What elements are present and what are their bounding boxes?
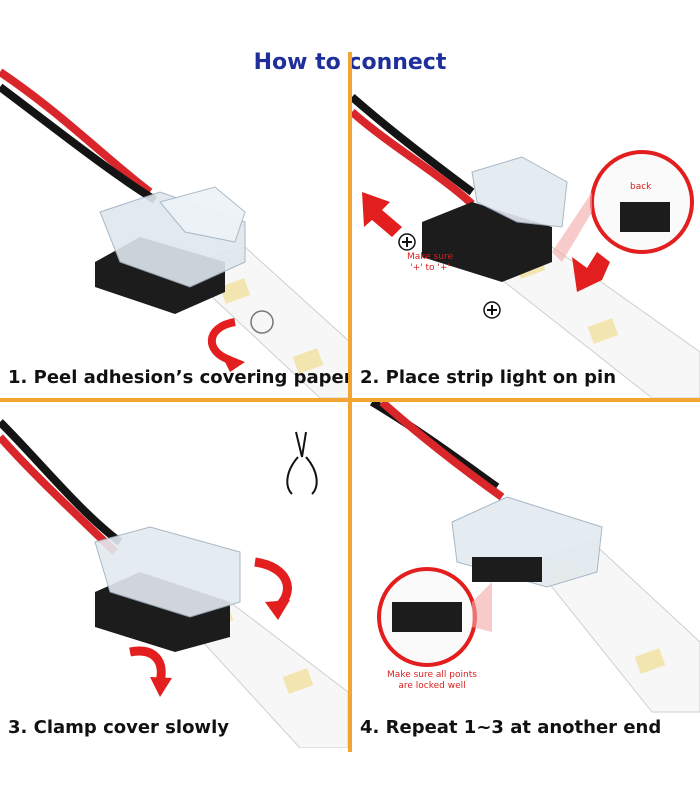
step-4-panel: Make sure all points are locked well 4. … — [352, 402, 700, 748]
step-4-note-line1: Make sure all points — [387, 670, 477, 680]
step-2-note-line1: Make sure — [406, 252, 453, 262]
step-3-caption: 3. Clamp cover slowly — [8, 717, 229, 738]
step-4-caption: 4. Repeat 1~3 at another end — [360, 717, 662, 738]
back-label: back — [630, 182, 652, 192]
pliers-icon — [286, 431, 318, 495]
step-1-panel: 1. Peel adhesion’s covering paper — [0, 52, 348, 398]
step-3-panel: 3. Clamp cover slowly — [0, 402, 348, 748]
step-2-illustration — [352, 93, 700, 398]
step-2-panel: back Make sure '+' to '+' 2. Place strip… — [352, 52, 700, 398]
step-4-note-line2: are locked well — [398, 681, 466, 691]
step-2-caption: 2. Place strip light on pin — [360, 367, 617, 388]
step-1-caption: 1. Peel adhesion’s covering paper — [8, 367, 348, 388]
step-2-note-line2: '+' to '+' — [410, 263, 450, 273]
step-4-illustration — [369, 402, 700, 713]
horizontal-divider — [0, 398, 700, 402]
step-3-illustration — [0, 419, 348, 748]
step-2-note: Make sure '+' to '+' — [380, 252, 480, 274]
step-1-illustration — [0, 68, 348, 398]
step-4-note: Make sure all points are locked well — [372, 670, 492, 692]
vertical-divider — [348, 52, 352, 752]
